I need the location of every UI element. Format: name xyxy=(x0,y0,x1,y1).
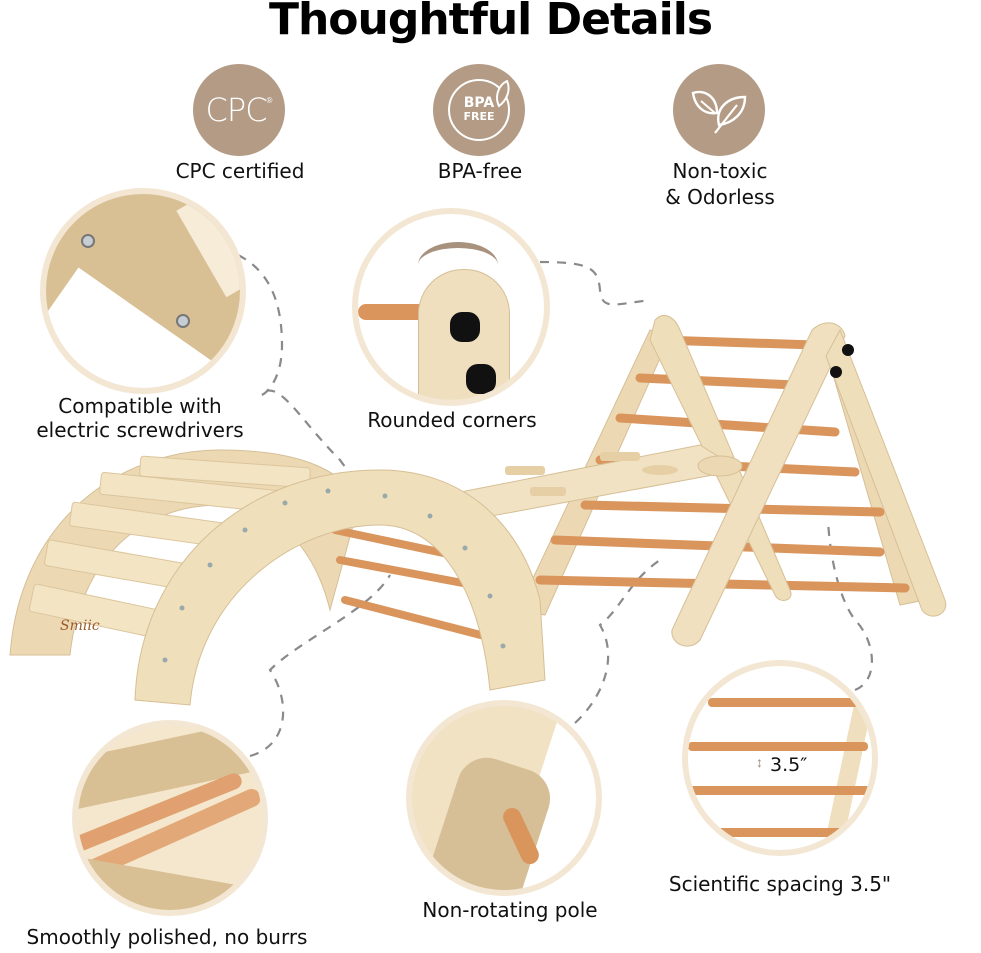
screw-icon xyxy=(176,314,190,328)
knob-icon xyxy=(450,312,480,342)
screw-icon xyxy=(81,234,95,248)
page-title: Thoughtful Details xyxy=(268,0,713,45)
rung xyxy=(703,828,863,837)
bpa-label: BPA-free xyxy=(437,159,523,183)
screwdriver-label: Compatible with electric screwdrivers xyxy=(10,394,270,442)
connector-pole xyxy=(574,559,661,724)
non-toxic-line1: Non-toxic xyxy=(672,159,768,183)
rung xyxy=(708,698,858,707)
double-arrow-icon: ↕ xyxy=(756,754,763,770)
knob-bottom xyxy=(830,366,842,378)
bpa-free-icon: BPA FREE xyxy=(433,64,525,156)
knob-icon xyxy=(466,364,496,394)
detail-bg xyxy=(46,267,240,388)
connector-screwdriver xyxy=(237,254,441,542)
brand-mark: Smiic xyxy=(60,618,100,634)
registered-mark: ® xyxy=(266,95,273,105)
spacing-measure: 3.5″ xyxy=(770,754,808,776)
connector-polished xyxy=(249,574,391,758)
rung xyxy=(688,786,872,795)
spacing-label: Scientific spacing 3.5" xyxy=(668,872,892,896)
ramp-board xyxy=(418,444,743,521)
free-text: FREE xyxy=(463,110,495,123)
rounded-arc xyxy=(418,242,498,288)
polished-label: Smoothly polished, no burrs xyxy=(26,925,308,949)
rounded-corners-label: Rounded corners xyxy=(367,408,537,432)
leaf-icon xyxy=(496,80,510,108)
non-rotating-pole-label: Non-rotating pole xyxy=(422,898,598,922)
spacing-detail: ↕ 3.5″ xyxy=(682,660,878,856)
cpc-certified-icon: CPC ® xyxy=(193,64,285,156)
rung xyxy=(688,742,868,751)
leaves-glyph xyxy=(691,90,747,134)
non-toxic-line2: & Odorless xyxy=(665,185,775,209)
bpa-text: BPA xyxy=(463,95,495,111)
non-toxic-label: Non-toxic & Odorless xyxy=(630,158,810,210)
screwdriver-line2: electric screwdrivers xyxy=(36,418,244,442)
screwdriver-detail xyxy=(40,188,246,394)
bpa-ring: BPA FREE xyxy=(448,79,510,141)
cpc-label: CPC certified xyxy=(175,159,305,183)
leaves-icon xyxy=(673,64,765,156)
connector-spacing xyxy=(826,519,873,692)
cpc-icon-text: CPC xyxy=(205,91,268,129)
non-rotating-pole-detail xyxy=(406,700,602,896)
panel xyxy=(78,856,262,910)
connector-rounded xyxy=(539,260,651,306)
rounded-corners-detail xyxy=(352,208,550,406)
arch-climber: Smiic xyxy=(9,449,546,706)
screwdriver-line1: Compatible with xyxy=(58,394,222,418)
knob-top xyxy=(842,344,854,356)
polished-detail xyxy=(72,720,268,916)
detail-edge xyxy=(176,194,240,298)
